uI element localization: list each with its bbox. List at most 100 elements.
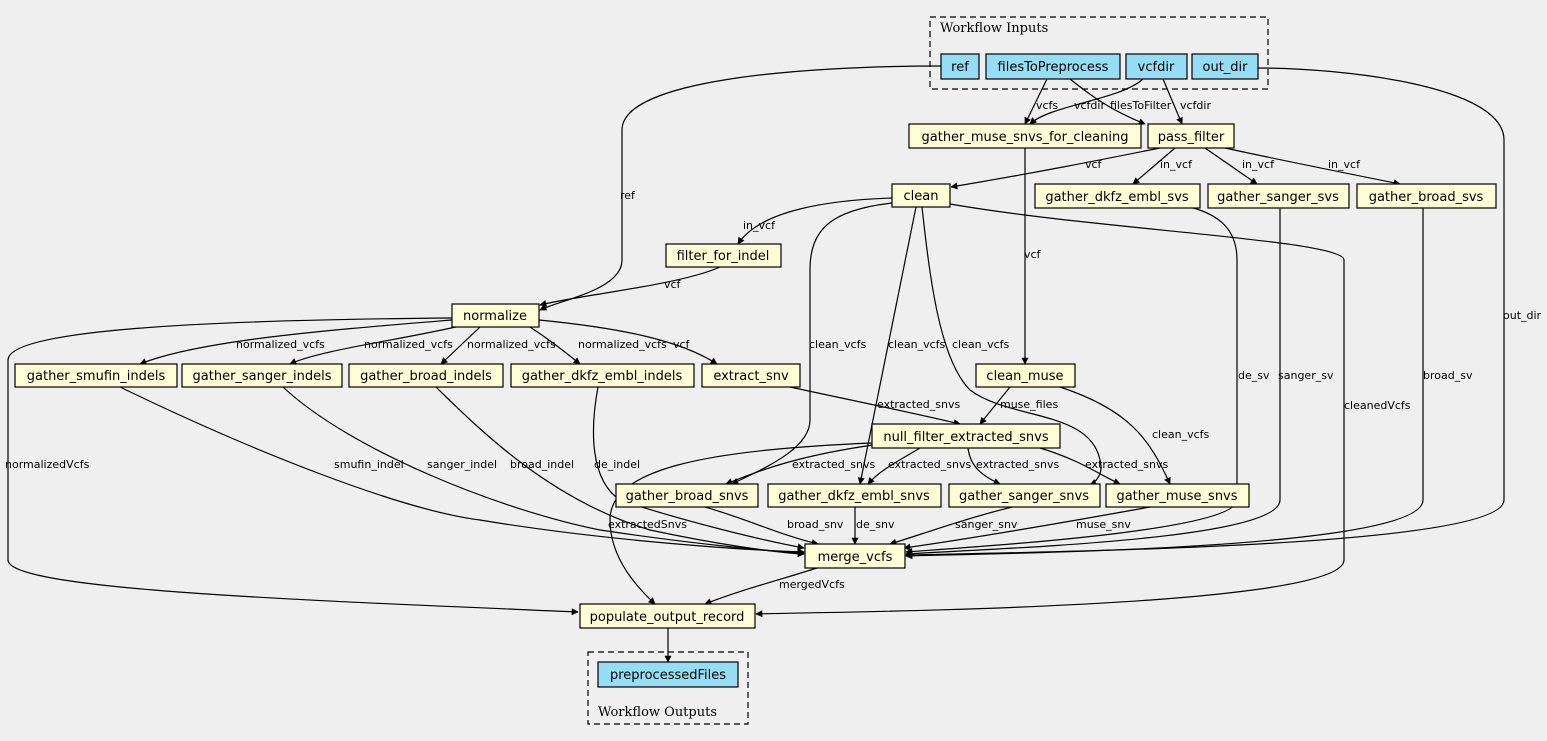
edge-label: normalized_vcfs (236, 338, 325, 351)
node-filter-for-indel[interactable]: filter_for_indel (665, 243, 782, 268)
edge-files-to-pass-filter (1069, 78, 1146, 125)
node-label: gather_dkfz_embl_indels (522, 369, 683, 384)
node-gather-broad-svs[interactable]: gather_broad_svs (1356, 183, 1497, 209)
node-files-to-preprocess[interactable]: filesToPreprocess (985, 53, 1121, 80)
edge-label: de_sv (1238, 369, 1270, 382)
node-gather-dkfz-embl-snvs[interactable]: gather_dkfz_embl_snvs (767, 483, 942, 508)
edge-label: vcf (664, 278, 682, 291)
node-label: gather_sanger_indels (193, 369, 332, 384)
edge-label: extracted_snvs (888, 458, 971, 471)
node-vcfdir[interactable]: vcfdir (1125, 53, 1188, 80)
workflow-outputs-title: Workflow Outputs (598, 705, 717, 720)
node-gather-dkfz-embl-svs[interactable]: gather_dkfz_embl_svs (1034, 183, 1201, 209)
node-label: clean_muse (986, 369, 1063, 384)
edge-label: normalizedVcfs (5, 458, 90, 471)
node-label: gather_broad_indels (360, 369, 492, 384)
edge-broad-svs-to-merge (905, 207, 1424, 560)
edge-ref-to-normalize (539, 65, 942, 311)
node-gather-sanger-svs[interactable]: gather_sanger_svs (1207, 183, 1350, 209)
node-merge-vcfs[interactable]: merge_vcfs (804, 543, 906, 569)
node-extract-snv[interactable]: extract_snv (701, 363, 801, 388)
node-gather-smufin-indels[interactable]: gather_smufin_indels (14, 363, 178, 388)
edge-pass-to-clean (950, 147, 1161, 190)
node-clean-muse[interactable]: clean_muse (975, 363, 1076, 388)
edge-gather-muse-to-merge (903, 506, 1151, 551)
edge-pass-to-sanger-svs (1204, 147, 1258, 185)
node-out-dir[interactable]: out_dir (1191, 53, 1259, 80)
node-normalize[interactable]: normalize (451, 303, 540, 328)
node-null-filter-extracted-snvs[interactable]: null_filter_extracted_snvs (871, 423, 1061, 449)
node-preprocessed-files[interactable]: preprocessedFiles (597, 661, 739, 688)
edge-normalize-to-dkfz-indels (529, 326, 581, 365)
edge-normalize-to-sanger-indels (289, 325, 461, 365)
edge-pass-to-broad-svs (1224, 147, 1401, 187)
edge-label: in_vcf (743, 219, 776, 232)
node-gather-broad-indels[interactable]: gather_broad_indels (348, 363, 504, 388)
edge-broad-snvs-to-merge (704, 506, 819, 546)
edge-normalize-to-smufin (139, 319, 453, 365)
edge-label: clean_vcfs (888, 338, 946, 351)
edge-label: normalized_vcfs (364, 338, 453, 351)
edge-label: normalized_vcfs (467, 338, 556, 351)
edge-label: de_indel (594, 458, 640, 471)
edge-label: sanger_indel (427, 458, 497, 471)
node-label: normalize (463, 309, 527, 324)
node-label: merge_vcfs (818, 550, 893, 565)
node-label: out_dir (1203, 60, 1249, 75)
edge-null-to-dkfz-snvs (867, 447, 921, 485)
workflow-inputs-cluster: Workflow Inputs (929, 16, 1269, 90)
edge-label: muse_files (1000, 398, 1058, 411)
node-label: ref (951, 60, 969, 75)
edge-label: clean_vcfs (952, 338, 1010, 351)
edge-extract-to-null-filter (789, 386, 961, 426)
node-gather-muse-snvs-for-cleaning[interactable]: gather_muse_snvs_for_cleaning (908, 123, 1142, 149)
node-label: clean (904, 189, 939, 204)
edge-dkfz-svs-to-merge (905, 206, 1238, 556)
edge-label: de_snv (856, 518, 895, 531)
node-label: gather_muse_snvs_for_cleaning (922, 130, 1129, 145)
node-label: gather_muse_snvs (1116, 489, 1237, 504)
edge-null-to-gather-muse (1039, 447, 1121, 485)
node-ref[interactable]: ref (940, 53, 980, 80)
node-gather-muse-snvs[interactable]: gather_muse_snvs (1105, 483, 1250, 508)
workflow-inputs-title: Workflow Inputs (940, 21, 1048, 36)
node-pass-filter[interactable]: pass_filter (1147, 123, 1235, 149)
edge-label: in_vcf (1242, 158, 1275, 171)
node-label: gather_sanger_svs (1217, 190, 1339, 205)
edge-label: vcfdir (1074, 99, 1105, 112)
edge-label: clean_vcfs (1152, 428, 1210, 441)
node-label: vcfdir (1138, 60, 1175, 75)
edge-label: vcfs (1036, 99, 1058, 112)
edge-label: extracted_snvs (792, 458, 875, 471)
edge-label: sanger_sv (1278, 369, 1334, 382)
node-label: filter_for_indel (677, 249, 770, 264)
node-clean[interactable]: clean (891, 183, 951, 208)
edge-label: broad_snv (787, 518, 844, 531)
edge-label: normalized_vcfs (578, 338, 667, 351)
node-gather-broad-snvs[interactable]: gather_broad_snvs (615, 483, 759, 508)
edge-clean-to-broad-snvs (731, 202, 893, 485)
node-gather-sanger-snvs[interactable]: gather_sanger_snvs (948, 483, 1101, 508)
edge-null-to-broad-snvs (725, 443, 881, 485)
edge-label: filesToFilter (1110, 99, 1172, 112)
edge-normalize-to-broad-indels (440, 326, 481, 365)
edge-normalize-to-extract (538, 319, 718, 365)
edge-sanger-snvs-to-merge (889, 506, 1013, 546)
node-label: filesToPreprocess (998, 60, 1109, 75)
edge-label: cleanedVcfs (1344, 399, 1411, 412)
edge-label: extracted_snvs (976, 458, 1059, 471)
edge-vcfdir-to-pass-filter (1162, 78, 1183, 125)
node-gather-dkfz-embl-indels[interactable]: gather_dkfz_embl_indels (510, 363, 695, 388)
edge-clean-to-dkfz-snvs (857, 206, 917, 485)
edge-clean-muse-to-gather-muse (1059, 386, 1171, 485)
edge-label: mergedVcfs (779, 578, 845, 591)
edge-label: sanger_snv (955, 518, 1018, 531)
edge-filter-indel-to-normalize (539, 266, 721, 307)
edge-label: broad_indel (510, 458, 574, 471)
node-gather-sanger-indels[interactable]: gather_sanger_indels (181, 363, 343, 388)
edge-null-to-populate (609, 442, 873, 605)
node-label: gather_broad_svs (1369, 190, 1484, 205)
node-populate-output-record[interactable]: populate_output_record (579, 603, 756, 629)
node-label: preprocessedFiles (610, 668, 726, 683)
